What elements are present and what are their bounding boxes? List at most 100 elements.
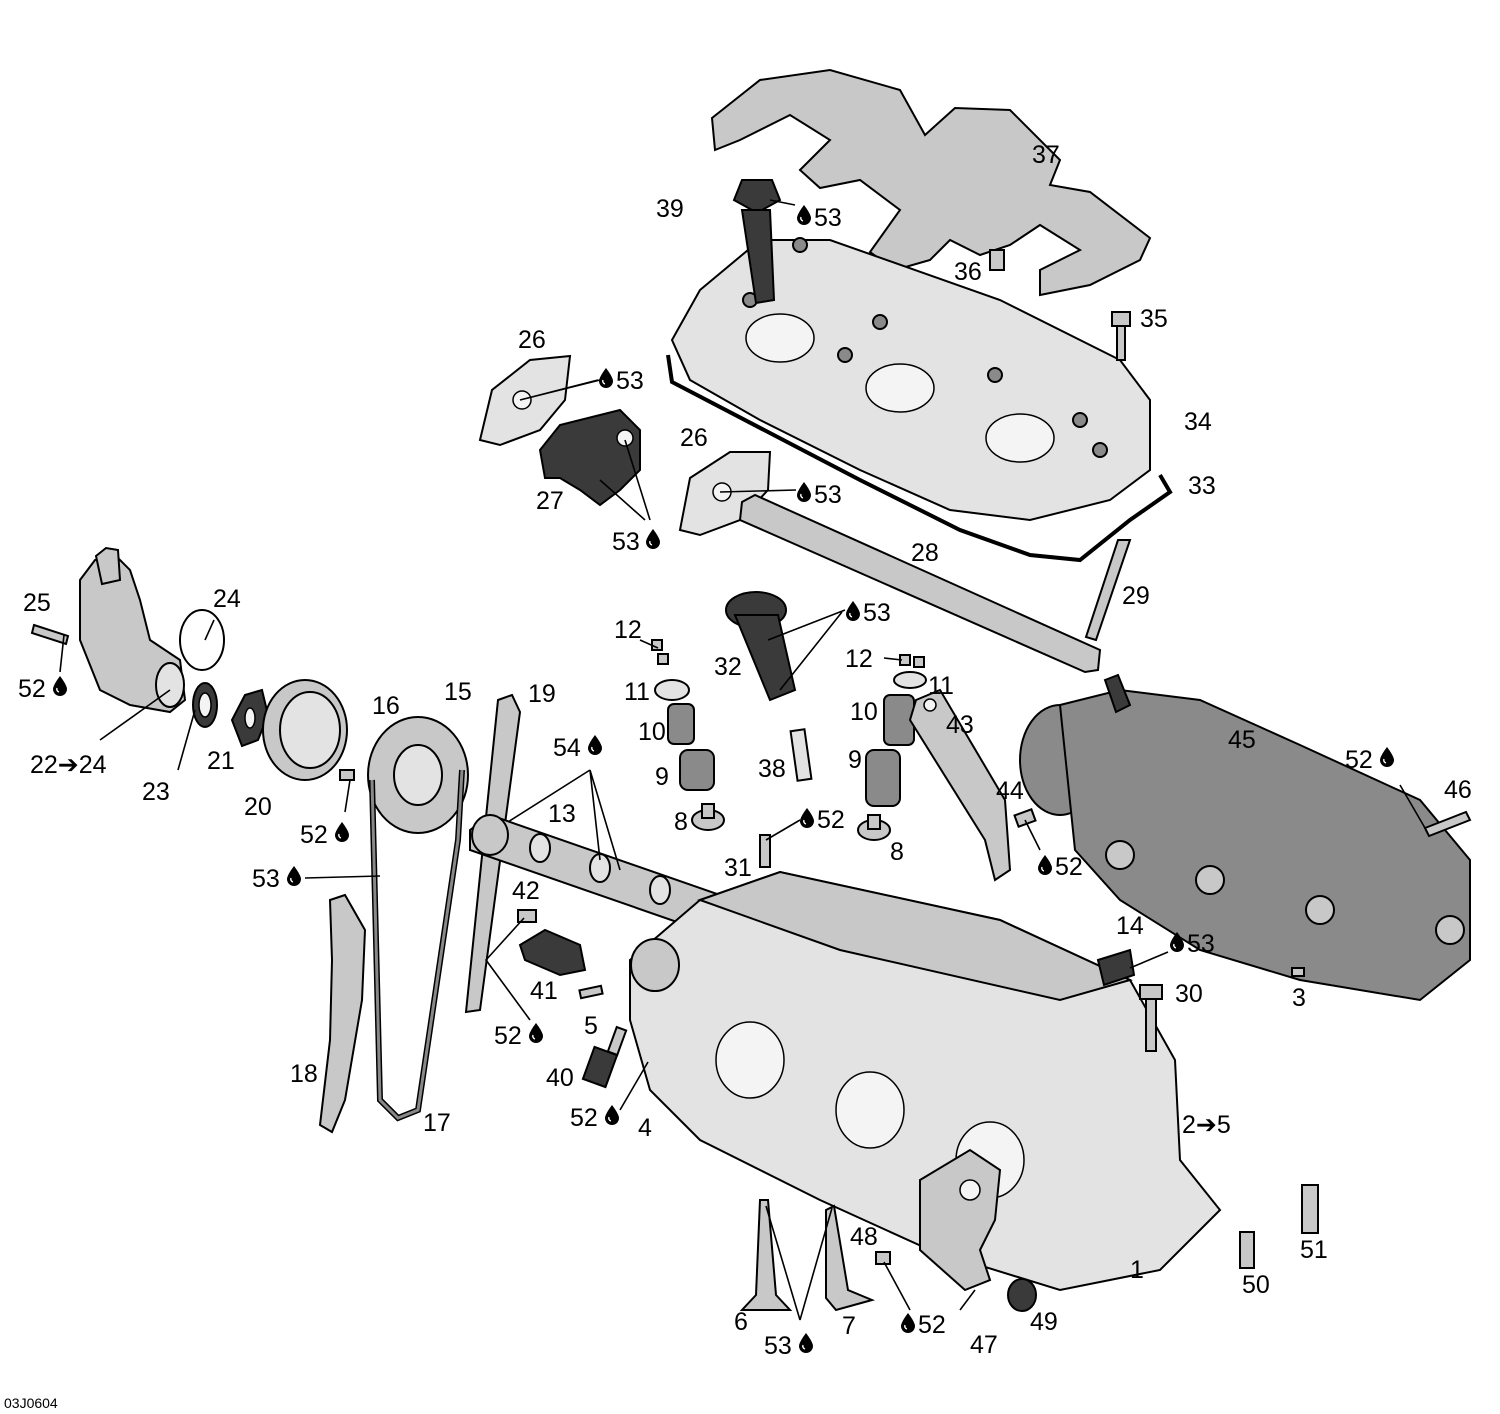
lube-52-31: 52 [817,806,845,834]
lubricant-drop-icon [646,529,660,549]
part-9-spring-a [679,749,715,791]
callout-42: 42 [512,877,540,905]
callout-labels: 1 2➔5 3 4 5 6 7 8 8 9 9 10 10 11 11 12 1… [23,141,1472,1359]
lubricant-drop-icon [1038,855,1052,875]
part-45-intake-manifold [1019,673,1471,1002]
callout-26b: 26 [680,424,708,452]
callout-41: 41 [530,977,558,1005]
callout-13: 13 [548,800,576,828]
callout-15: 15 [444,678,472,706]
callout-12b: 12 [845,645,873,673]
lubricant-drop-icon [287,866,301,886]
part-36-bolt [989,249,1005,271]
part-5-dowel [578,984,604,1000]
callout-35: 35 [1140,305,1168,333]
callout-24: 24 [213,585,241,613]
callout-8a: 8 [674,808,688,836]
part-48-bolt [875,1251,891,1265]
lubricant-drop-icon [797,482,811,502]
lube-53-32: 53 [863,599,891,627]
lube-52-4: 52 [570,1104,598,1132]
callout-8b: 8 [890,838,904,866]
lube-52-46: 52 [1345,746,1373,774]
callout-21: 21 [207,747,235,775]
callout-50: 50 [1242,1271,1270,1299]
lube-53-26: 53 [616,367,644,395]
callout-11b: 11 [928,672,954,700]
part-43-bracket [908,688,1012,882]
part-37-heat-shield [710,68,1152,297]
lubricant-drop-icon [797,205,811,225]
part-29-bolt [1084,539,1132,642]
part-17-timing-chain [369,769,465,1122]
callout-43: 43 [946,711,974,739]
callout-49: 49 [1030,1308,1058,1336]
part-35-bolt [1111,311,1131,361]
part-8-seal-a [691,803,725,831]
part-30-bolt [1139,984,1163,1052]
part-25-bolt [30,623,70,646]
lube-52-48: 52 [918,1311,946,1339]
part-10-spring-a [667,703,695,745]
part-13-camshaft [469,813,727,932]
callout-34: 34 [1184,408,1212,436]
lube-53-6: 53 [764,1332,792,1360]
lube-52-25: 52 [18,675,46,703]
callout-22: 22➔24 [30,751,107,779]
lube-53-14: 53 [1187,930,1215,958]
part-9-spring-b [865,749,901,807]
callout-16: 16 [372,692,400,720]
callout-17: 17 [423,1109,451,1137]
part-51-stud [1301,1184,1319,1234]
callout-10b: 10 [850,698,878,726]
callout-37: 37 [1032,141,1060,169]
part-22-thermostat-housing [79,546,187,714]
lubricant-drop-icon [529,1023,543,1043]
lube-54-13: 54 [553,734,581,762]
part-3-dowel [1291,967,1305,977]
part-44-bolt [1013,808,1037,828]
callout-3: 3 [1292,984,1306,1012]
part-1-cylinder-head [629,870,1222,1292]
lubricant-drop-icon [800,808,814,828]
callout-19: 19 [528,680,556,708]
callout-45: 45 [1228,726,1256,754]
part-6-exhaust-valve [739,1199,793,1311]
callout-30: 30 [1175,980,1203,1008]
callout-23: 23 [142,778,170,806]
callout-26a: 26 [518,326,546,354]
lubricant-drop-icon [335,822,349,842]
callout-38: 38 [758,755,786,783]
part-15-camshaft-sprocket [367,716,469,834]
callout-1: 1 [1130,1256,1144,1284]
part-47-bracket [919,1148,1002,1292]
part-7-intake-valve [825,1204,876,1312]
reference-code: 03J0604 [4,1395,58,1411]
lubricant-drop-icon [846,601,860,621]
callout-11a: 11 [624,678,650,706]
callout-4: 4 [638,1114,652,1142]
callout-9a: 9 [655,763,669,791]
callout-36: 36 [954,258,982,286]
callout-40: 40 [546,1064,574,1092]
part-16-bolt [339,769,355,781]
lubricant-drop-icon [605,1105,619,1125]
callout-6: 6 [734,1308,748,1336]
lube-52-42: 52 [494,1022,522,1050]
callout-18: 18 [290,1060,318,1088]
lube-53-39: 53 [814,204,842,232]
callout-2: 2➔5 [1182,1111,1231,1139]
callout-27: 27 [536,487,564,515]
lube-53-27: 53 [612,528,640,556]
callout-48: 48 [850,1223,878,1251]
part-14-bracket [1096,948,1136,987]
lube-53-17: 53 [252,865,280,893]
callout-33: 33 [1188,472,1216,500]
callout-39: 39 [656,195,684,223]
part-8-seal-b [857,814,891,841]
callout-29: 29 [1122,582,1150,610]
part-39-oil-cap [732,179,782,305]
lubricant-drop-icon [1380,747,1394,767]
part-32-spark-plug-tube [725,591,797,702]
part-23-seal [192,682,218,728]
